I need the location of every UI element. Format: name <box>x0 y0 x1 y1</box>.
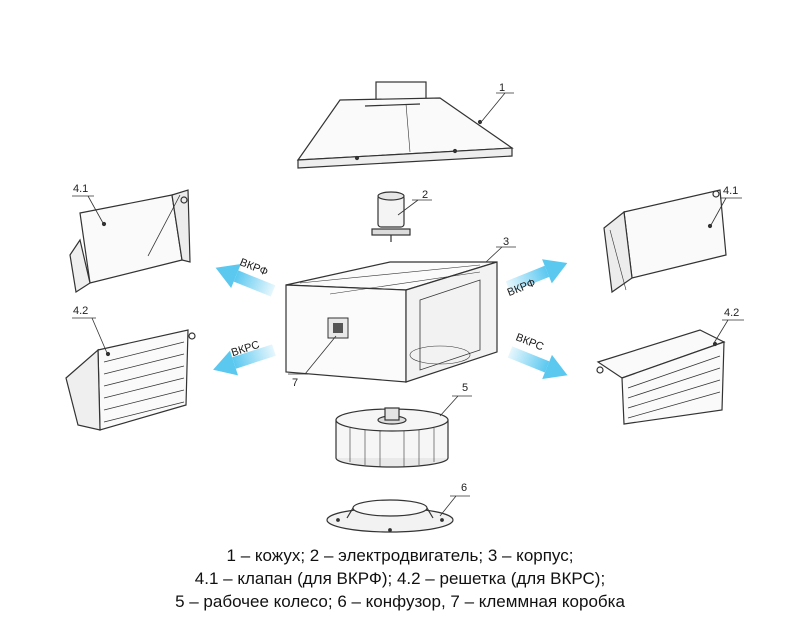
label-valve-right: 4.1 <box>723 185 738 197</box>
label-cover: 1 <box>499 82 505 94</box>
caption-line-2: 4.1 – клапан (для ВКРФ); 4.2 – решетка (… <box>194 569 606 588</box>
motor-part <box>371 191 411 242</box>
label-valve-left: 4.1 <box>73 183 88 195</box>
impeller-part <box>335 407 449 468</box>
leader-line-1 <box>481 92 506 122</box>
caption-line-3: 5 – рабочее колесо; 6 – конфузор, 7 – кл… <box>175 592 625 611</box>
leader-line-41-right <box>710 197 727 226</box>
label-motor: 2 <box>422 189 428 201</box>
leader-line-42-left <box>91 317 108 354</box>
label-impeller: 5 <box>462 382 468 394</box>
arrow-upper-right <box>505 259 568 293</box>
valve-right-part <box>603 189 727 294</box>
grille-left-part <box>65 329 196 431</box>
label-grille-right: 4.2 <box>724 307 739 319</box>
label-housing: 3 <box>503 236 509 248</box>
label-confuser: 6 <box>461 482 467 494</box>
leader-line-42-right <box>713 319 729 344</box>
grille-right-part <box>596 329 726 425</box>
leader-line-6 <box>439 495 457 517</box>
caption-line-1: 1 – кожух; 2 – электродвигатель; 3 – кор… <box>226 546 574 565</box>
leader-line-3 <box>485 246 503 263</box>
label-terminal-box: 7 <box>292 377 298 389</box>
leader-line-5 <box>439 395 459 417</box>
leader-line-2 <box>397 199 419 216</box>
label-grille-left: 4.2 <box>73 305 88 317</box>
leader-line-7 <box>304 335 337 375</box>
arrow-lower-right <box>507 346 568 380</box>
arrow-lower-left <box>213 344 276 376</box>
confuser-part <box>326 499 454 533</box>
exploded-assembly-diagram: 1 2 3 7 <box>65 81 744 533</box>
housing-part <box>285 261 498 383</box>
cover-part <box>296 81 514 169</box>
leader-line-41-left <box>87 195 104 224</box>
terminal-box-part <box>327 317 349 339</box>
valve-left-part <box>69 189 191 293</box>
arrow-upper-left <box>215 263 276 297</box>
